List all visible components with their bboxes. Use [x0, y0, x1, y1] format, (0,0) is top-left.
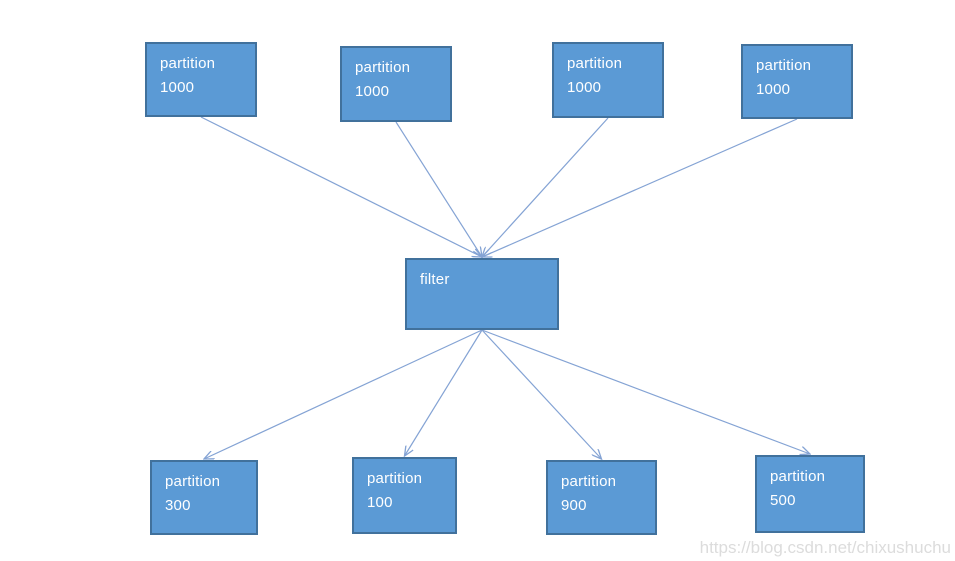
node-label: partition [367, 470, 423, 487]
node-label: partition [160, 55, 216, 72]
node-label: partition [561, 473, 617, 490]
edge-top-partition-3-to-filter [482, 117, 609, 257]
node-label: 1000 [160, 79, 195, 96]
node-label: 500 [770, 492, 796, 509]
node-bottom-partition-100: partition 100 [352, 457, 457, 534]
edge-top-partition-2-to-filter [395, 121, 482, 257]
watermark-text: https://blog.csdn.net/chixushuchu [699, 538, 951, 557]
edge-filter-to-bottom-partition-900 [481, 329, 602, 459]
node-filter: filter [405, 258, 559, 330]
edge-filter-to-bottom-partition-300 [204, 329, 483, 459]
node-label: filter [420, 271, 450, 288]
node-top-partition-1: partition 1000 [145, 42, 257, 117]
node-label: partition [567, 55, 623, 72]
node-label: partition [165, 473, 221, 490]
node-top-partition-4: partition 1000 [741, 44, 853, 119]
node-bottom-partition-300: partition 300 [150, 460, 258, 535]
node-label: 300 [165, 497, 191, 514]
node-label: partition [355, 59, 411, 76]
edge-filter-to-bottom-partition-500 [481, 329, 810, 454]
node-bottom-partition-500: partition 500 [755, 455, 865, 533]
node-label: 1000 [355, 83, 390, 100]
edge-filter-to-bottom-partition-100 [405, 329, 483, 456]
edge-top-partition-4-to-filter [482, 118, 798, 257]
node-bottom-partition-900: partition 900 [546, 460, 657, 535]
node-label: 1000 [756, 81, 791, 98]
node-label: partition [756, 57, 812, 74]
node-top-partition-2: partition 1000 [340, 46, 452, 122]
node-top-partition-3: partition 1000 [552, 42, 664, 118]
node-label: 100 [367, 494, 393, 511]
edge-top-partition-1-to-filter [200, 116, 482, 257]
node-label: 900 [561, 497, 587, 514]
node-label: partition [770, 468, 826, 485]
node-label: 1000 [567, 79, 602, 96]
